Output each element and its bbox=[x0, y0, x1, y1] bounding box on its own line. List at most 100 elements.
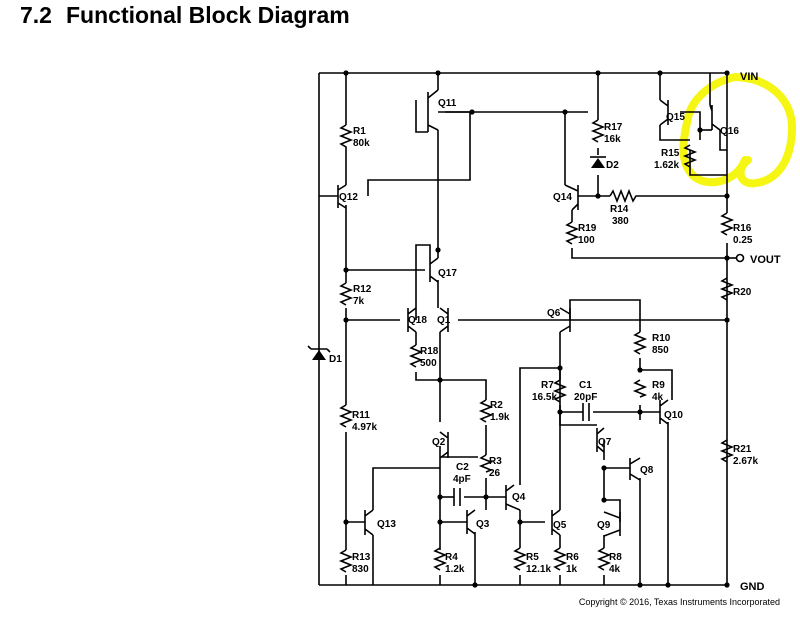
q14-label: Q14 bbox=[553, 192, 572, 203]
r13-resistor bbox=[338, 549, 354, 573]
r14-resistor bbox=[609, 188, 640, 204]
q1-symbol bbox=[439, 307, 449, 333]
r7-name: R7 bbox=[541, 380, 554, 391]
r19-resistor bbox=[564, 221, 580, 245]
q6-symbol bbox=[559, 307, 571, 333]
vout-label: VOUT bbox=[750, 254, 781, 266]
c2-capacitor bbox=[453, 488, 461, 506]
diodes bbox=[307, 156, 606, 360]
q2-symbol bbox=[439, 431, 449, 459]
q7-symbol bbox=[596, 427, 605, 453]
r1-name: R1 bbox=[353, 126, 366, 137]
q11-symbol bbox=[427, 89, 439, 132]
q17-symbol bbox=[429, 257, 439, 283]
page-title: 7.2 Functional Block Diagram bbox=[20, 2, 350, 29]
r17-value: 16k bbox=[604, 134, 621, 145]
copyright-notice: Copyright © 2016, Texas Instruments Inco… bbox=[578, 597, 780, 607]
r20-name: R20 bbox=[733, 287, 752, 298]
r15-name: R15 bbox=[661, 148, 680, 159]
r20-resistor bbox=[719, 277, 735, 301]
r11-name: R11 bbox=[352, 410, 370, 421]
r7-resistor bbox=[552, 379, 568, 403]
q6-label: Q6 bbox=[547, 308, 561, 319]
q5-label: Q5 bbox=[553, 520, 567, 531]
r7-value: 16.5k bbox=[532, 392, 557, 403]
d2-label: D2 bbox=[606, 160, 619, 171]
r18-resistor bbox=[408, 344, 424, 368]
c2-value: 4pF bbox=[453, 474, 471, 485]
q4-symbol bbox=[505, 484, 521, 511]
r2-resistor bbox=[478, 399, 494, 423]
d1-label: D1 bbox=[329, 354, 342, 365]
gnd-label: GND bbox=[740, 581, 765, 593]
r9-resistor bbox=[632, 379, 648, 398]
r11-value: 4.97k bbox=[352, 422, 377, 433]
r3-name: R3 bbox=[489, 456, 502, 467]
r5-name: R5 bbox=[526, 552, 539, 563]
r6-name: R6 bbox=[566, 552, 579, 563]
r8-name: R8 bbox=[609, 552, 622, 563]
r18-name: R18 bbox=[420, 346, 439, 357]
r14-value: 380 bbox=[612, 216, 629, 227]
q8-label: Q8 bbox=[640, 465, 654, 476]
r3-value: 26 bbox=[489, 468, 501, 479]
transistors bbox=[337, 89, 721, 537]
capacitors bbox=[453, 403, 590, 506]
highlight-circle bbox=[679, 73, 797, 188]
q15-symbol bbox=[659, 99, 669, 126]
q10-label: Q10 bbox=[664, 410, 683, 421]
q12-symbol bbox=[337, 184, 347, 209]
q7-label: Q7 bbox=[598, 437, 612, 448]
r12-resistor bbox=[338, 282, 354, 306]
r21-value: 2.67k bbox=[733, 456, 758, 467]
r13-value: 830 bbox=[352, 564, 369, 575]
r9-value: 4k bbox=[652, 392, 664, 403]
r4-value: 1.2k bbox=[445, 564, 465, 575]
r15-resistor bbox=[682, 144, 698, 168]
r4-name: R4 bbox=[445, 552, 458, 563]
r10-value: 850 bbox=[652, 345, 669, 356]
q18-label: Q18 bbox=[408, 315, 427, 326]
c1-value: 20pF bbox=[574, 392, 597, 403]
q2-label: Q2 bbox=[432, 437, 446, 448]
q8-symbol bbox=[629, 457, 641, 481]
r21-name: R21 bbox=[733, 444, 752, 455]
section-title: Functional Block Diagram bbox=[66, 2, 350, 28]
q3-label: Q3 bbox=[476, 519, 490, 530]
q4-label: Q4 bbox=[512, 492, 526, 503]
q5-symbol bbox=[551, 509, 561, 536]
c2-name: C2 bbox=[456, 462, 469, 473]
r6-value: 1k bbox=[566, 564, 578, 575]
resistors bbox=[338, 119, 735, 573]
q13-symbol bbox=[364, 509, 374, 536]
r13-name: R13 bbox=[352, 552, 371, 563]
q16-label: Q16 bbox=[720, 126, 739, 137]
q10-symbol bbox=[659, 399, 669, 425]
q9-label: Q9 bbox=[597, 520, 611, 531]
r11-resistor bbox=[338, 404, 354, 428]
q13-label: Q13 bbox=[377, 519, 396, 530]
q1-label: Q1 bbox=[437, 315, 451, 326]
r12-name: R12 bbox=[353, 284, 372, 295]
r2-name: R2 bbox=[490, 400, 503, 411]
section-number: 7.2 bbox=[20, 2, 52, 28]
r16-name: R16 bbox=[733, 223, 752, 234]
r4-resistor bbox=[432, 547, 448, 571]
r16-value: 0.25 bbox=[733, 235, 753, 246]
component-labels: VIN VOUT GND Q11 Q12 Q17 Q18 Q1 Q2 Q3 Q4… bbox=[329, 71, 781, 593]
d1-diode bbox=[312, 350, 326, 360]
r21-resistor bbox=[719, 439, 735, 463]
r10-name: R10 bbox=[652, 333, 671, 344]
r15-value: 1.62k bbox=[654, 160, 679, 171]
junctions bbox=[343, 70, 730, 588]
q12-label: Q12 bbox=[339, 192, 358, 203]
r10-resistor bbox=[632, 331, 648, 355]
q9-symbol bbox=[603, 511, 621, 537]
q3-symbol bbox=[466, 509, 476, 535]
r5-resistor bbox=[512, 547, 528, 571]
q16-symbol bbox=[709, 104, 721, 131]
r14-name: R14 bbox=[610, 204, 629, 215]
d2-diode bbox=[591, 158, 605, 168]
r19-value: 100 bbox=[578, 235, 595, 246]
